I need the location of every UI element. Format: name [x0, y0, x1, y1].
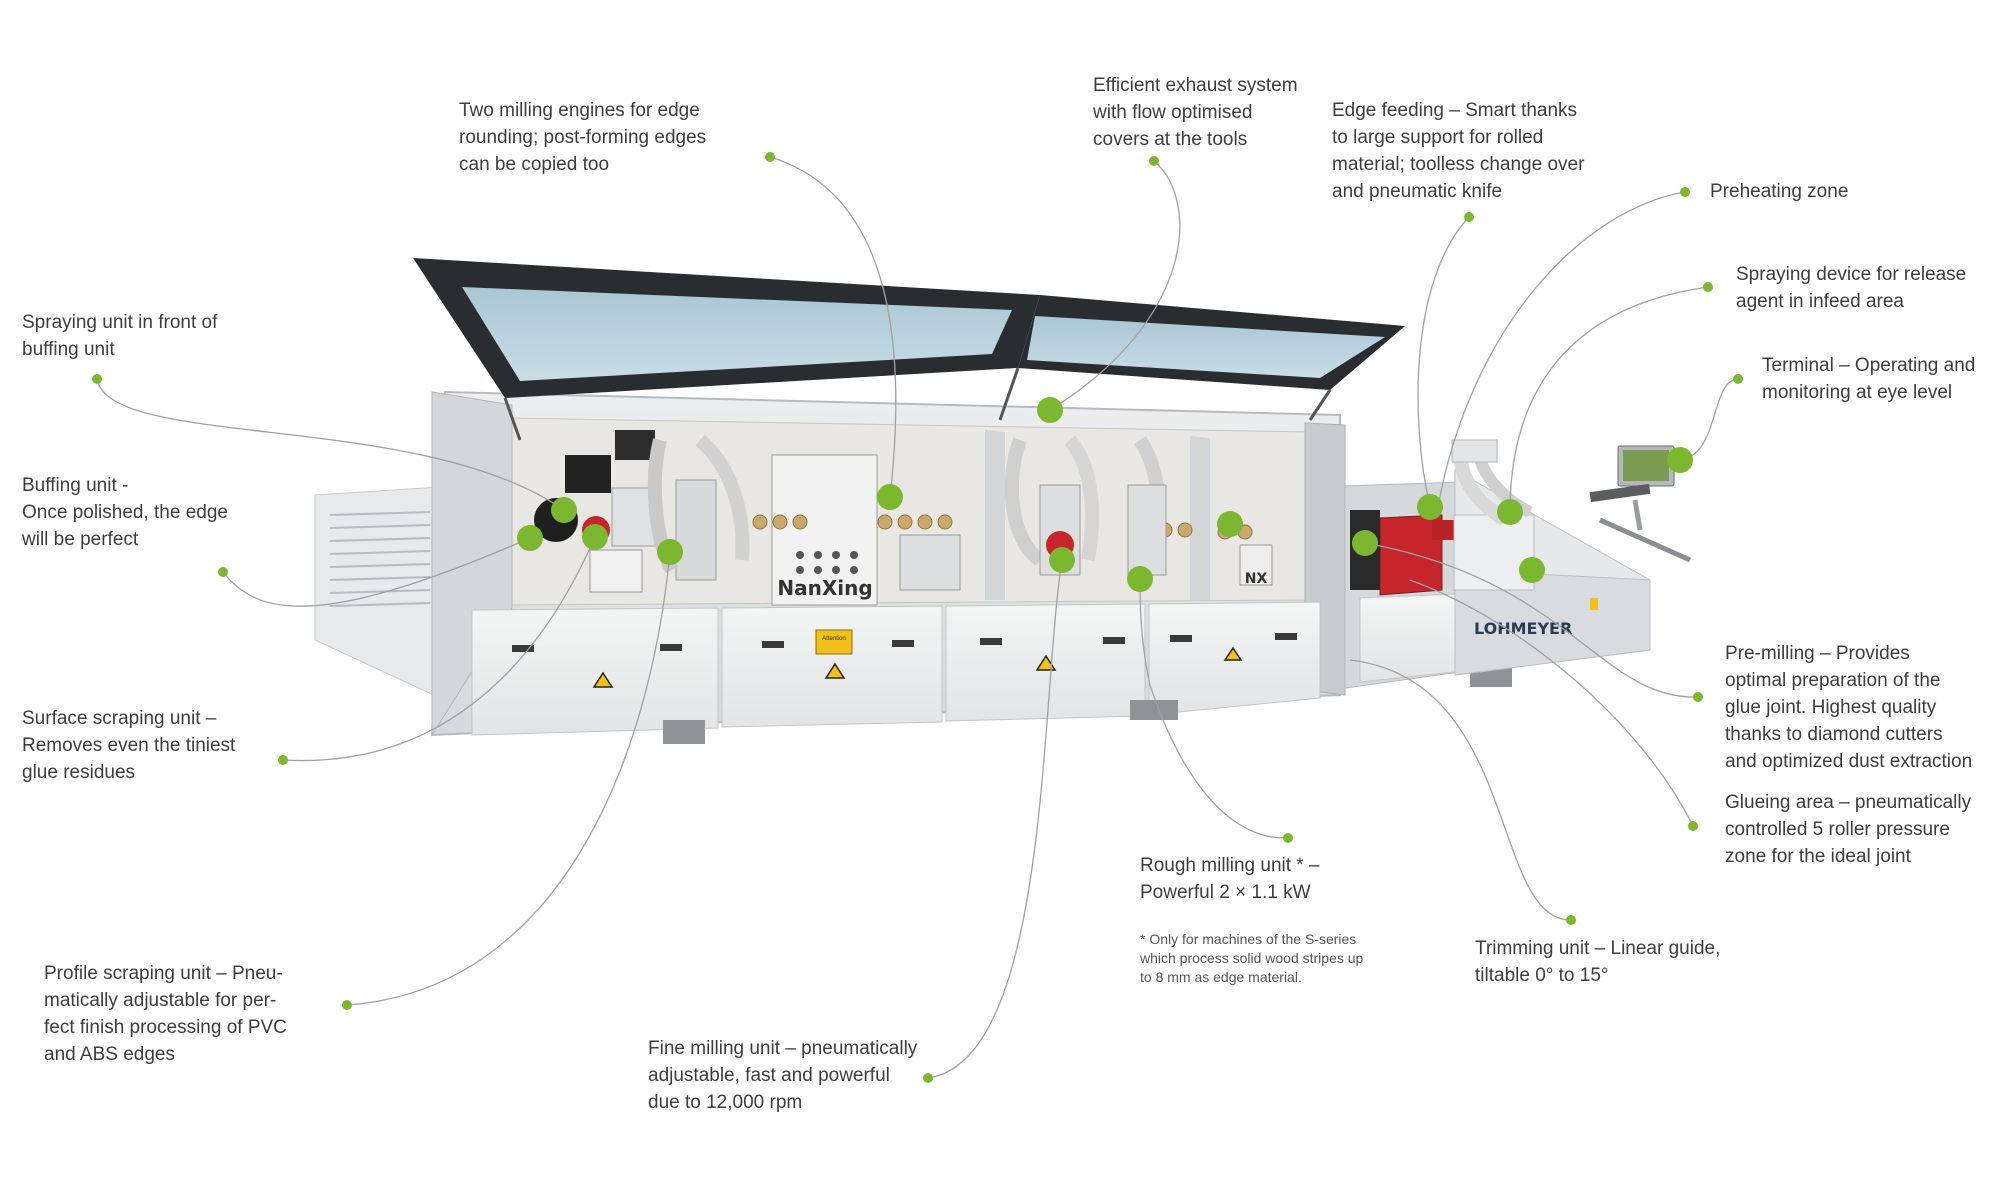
- leader-rough-milling: [1139, 578, 1289, 839]
- operator-terminal: [1589, 445, 1692, 563]
- callout-profile-scraping: Profile scraping unit – Pneu- matically …: [44, 963, 287, 1065]
- leader-spraying-device: [1509, 286, 1709, 513]
- leader-trimming: [1349, 659, 1572, 921]
- callout-spraying-device: Spraying device for release agent in inf…: [1736, 264, 1967, 312]
- internal-units: NanXing NX: [534, 430, 1380, 606]
- base-cabinets: Attention: [471, 601, 1512, 744]
- callout-terminal: Terminal – Operating and monitoring at e…: [1762, 355, 1976, 403]
- callout-two-milling-engines: Two milling engines for edge rounding; p…: [459, 100, 707, 175]
- callout-fine-milling: Fine milling unit – pneumatically adjust…: [648, 1038, 918, 1113]
- lohmeyer-logo-text: LOHMEYER: [1474, 619, 1572, 638]
- rear-cabinet: [314, 486, 441, 699]
- callout-glueing-area: Glueing area – pneumatically controlled …: [1725, 792, 1972, 867]
- callout-rough-milling: Rough milling unit * – Powerful 2 × 1.1 …: [1140, 855, 1320, 903]
- callout-surface-scraping: Surface scraping unit – Removes even the…: [22, 708, 236, 783]
- leader-terminal: [1679, 378, 1739, 461]
- nx-badge-text: NX: [1245, 571, 1268, 587]
- callout-preheating-zone: Preheating zone: [1710, 181, 1849, 202]
- leader-glueing: [1409, 579, 1694, 827]
- leader-buffing: [222, 537, 531, 607]
- callout-buffing-unit: Buffing unit - Once polished, the edge w…: [22, 475, 228, 550]
- warning-sticker-label: Attention: [822, 636, 846, 642]
- footnote-s-series: * Only for machines of the S-series whic…: [1140, 931, 1364, 985]
- leader-profile-scraping: [346, 551, 671, 1006]
- nanxing-logo-text: NanXing: [777, 576, 872, 600]
- leader-pre-milling: [1364, 542, 1699, 698]
- open-lid: [413, 258, 1405, 441]
- leader-exhaust: [1049, 160, 1181, 411]
- leader-spraying-unit: [96, 378, 565, 511]
- callout-pre-milling: Pre-milling – Provides optimal preparati…: [1725, 643, 1973, 772]
- leader-two-milling: [769, 156, 897, 498]
- warning-sticker: [815, 629, 853, 655]
- leader-preheating: [1437, 191, 1686, 508]
- leader-fine-milling: [927, 559, 1063, 1079]
- callout-markers: [92, 152, 1743, 1083]
- leader-edge-feeding: [1417, 216, 1470, 508]
- callout-edge-feeding: Edge feeding – Smart thanks to large sup…: [1332, 100, 1585, 202]
- leader-lines: [96, 156, 1739, 1079]
- callout-trimming-unit: Trimming unit – Linear guide, tiltable 0…: [1475, 938, 1721, 986]
- callout-spraying-unit: Spraying unit in front of buffing unit: [22, 312, 218, 360]
- callout-exhaust-system: Efficient exhaust system with flow optim…: [1093, 75, 1298, 150]
- infeed-section: LOHMEYER: [1344, 439, 1692, 689]
- leader-surface-scraping: [282, 536, 596, 762]
